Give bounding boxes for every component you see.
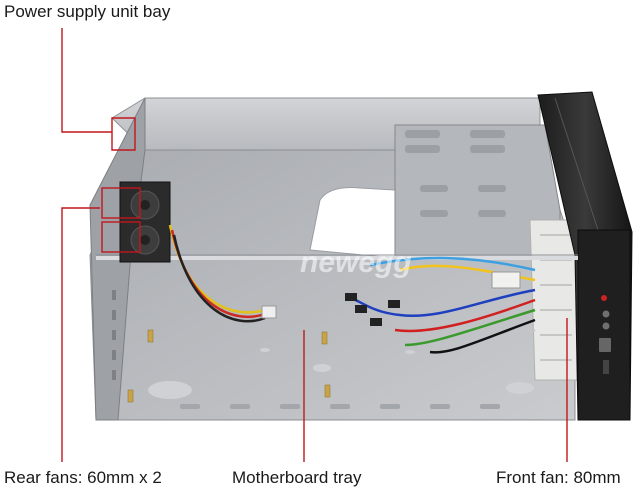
callout-lines bbox=[61, 28, 568, 462]
front-slot bbox=[603, 360, 609, 374]
mic-jack bbox=[602, 322, 610, 330]
fan-cables bbox=[168, 224, 266, 323]
rear-fans-label: Rear fans: 60mm x 2 bbox=[4, 468, 162, 487]
standoffs bbox=[127, 329, 331, 403]
molex-connector bbox=[491, 271, 521, 289]
front-fan-label: Front fan: 80mm bbox=[496, 468, 621, 487]
power-led bbox=[601, 295, 607, 301]
rear-fan-box-1 bbox=[101, 187, 141, 219]
rear-fans-callout-line bbox=[61, 207, 100, 462]
watermark: newegg bbox=[300, 246, 412, 279]
bracket-slots bbox=[405, 130, 506, 217]
psu-bay-label: Power supply unit bay bbox=[4, 2, 171, 21]
fan-connector bbox=[261, 305, 277, 319]
usb-port bbox=[599, 338, 611, 352]
audio-jack bbox=[602, 310, 610, 318]
psu-callout-line bbox=[61, 28, 136, 151]
motherboard-tray-label: Motherboard tray bbox=[232, 468, 362, 487]
tray-holes bbox=[148, 348, 534, 399]
tray-cutout bbox=[309, 187, 396, 259]
bottom-slots bbox=[180, 404, 500, 409]
rear-io-holes bbox=[112, 290, 116, 380]
rear-fan-box-2 bbox=[101, 221, 141, 253]
connector-blocks bbox=[345, 293, 400, 326]
